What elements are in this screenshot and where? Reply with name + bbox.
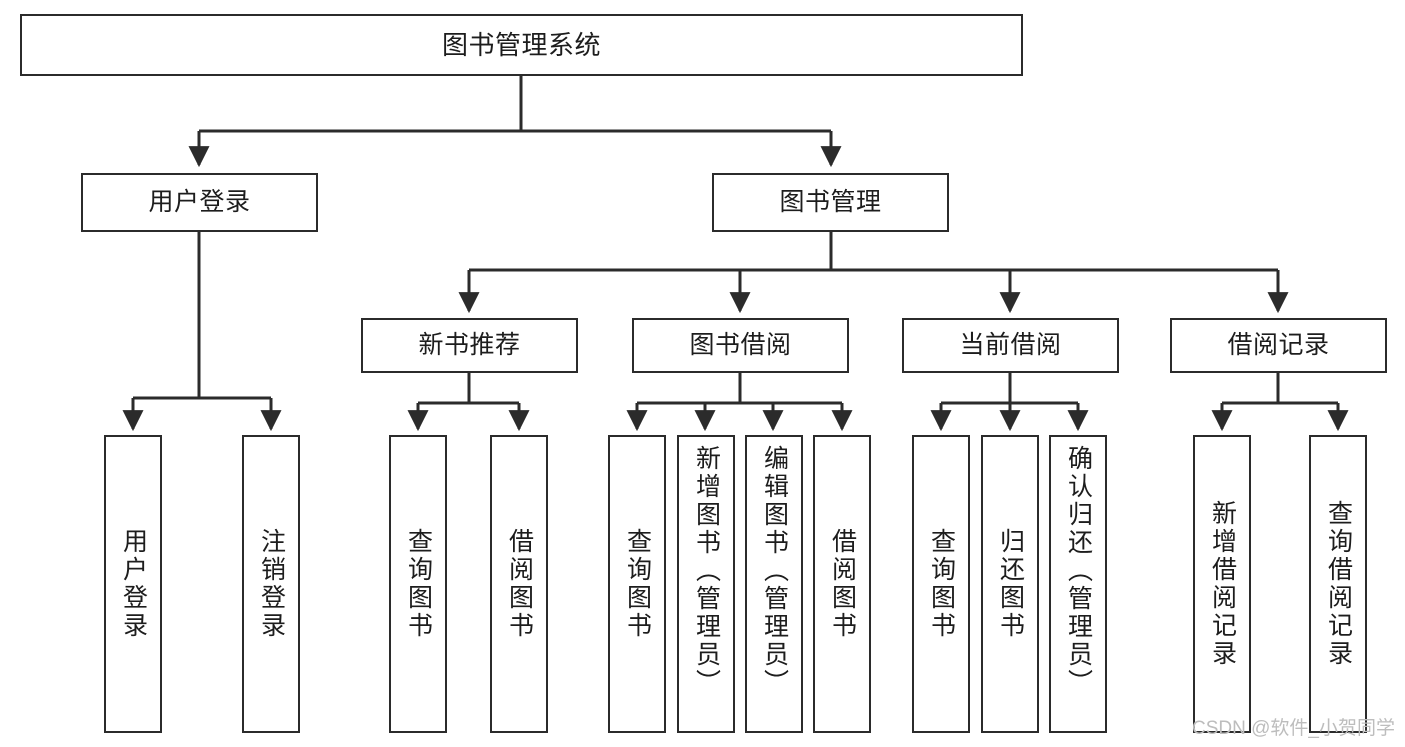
leaf-add-book-admin[interactable]: 新增图书（管理员） <box>677 435 735 733</box>
node-label: 用户登录 <box>119 528 148 640</box>
node-label: 查询借阅记录 <box>1324 500 1353 668</box>
leaf-edit-book-admin[interactable]: 编辑图书（管理员） <box>745 435 803 733</box>
node-new-book-recommend[interactable]: 新书推荐 <box>361 318 578 373</box>
node-label: 用户登录 <box>148 187 251 216</box>
node-book-management[interactable]: 图书管理 <box>712 173 949 232</box>
node-label: 注销登录 <box>257 528 286 640</box>
node-label: 借阅图书 <box>828 528 857 640</box>
node-current-borrow[interactable]: 当前借阅 <box>902 318 1119 373</box>
watermark-text: CSDN @软件_小贺同学 <box>1192 718 1395 739</box>
node-root-system[interactable]: 图书管理系统 <box>20 14 1023 76</box>
node-label: 编辑图书（管理员） <box>760 445 789 697</box>
leaf-borrow-book-recommend[interactable]: 借阅图书 <box>490 435 548 733</box>
leaf-confirm-return-admin[interactable]: 确认归还（管理员） <box>1049 435 1107 733</box>
leaf-user-logout[interactable]: 注销登录 <box>242 435 300 733</box>
leaf-query-book-borrow[interactable]: 查询图书 <box>608 435 666 733</box>
node-user-login[interactable]: 用户登录 <box>81 173 318 232</box>
node-book-borrow[interactable]: 图书借阅 <box>632 318 849 373</box>
node-label: 当前借阅 <box>959 330 1062 359</box>
node-label: 新书推荐 <box>418 330 521 359</box>
node-label: 确认归还（管理员） <box>1064 445 1093 697</box>
leaf-borrow-book[interactable]: 借阅图书 <box>813 435 871 733</box>
leaf-query-book-current[interactable]: 查询图书 <box>912 435 970 733</box>
leaf-user-login[interactable]: 用户登录 <box>104 435 162 733</box>
leaf-add-borrow-record[interactable]: 新增借阅记录 <box>1193 435 1251 733</box>
node-label: 新增借阅记录 <box>1208 500 1237 668</box>
node-label: 查询图书 <box>404 528 433 640</box>
node-label: 新增图书（管理员） <box>692 445 721 697</box>
node-label: 借阅图书 <box>505 528 534 640</box>
leaf-query-book-recommend[interactable]: 查询图书 <box>389 435 447 733</box>
node-label: 图书管理 <box>779 187 882 216</box>
node-label: 查询图书 <box>927 528 956 640</box>
leaf-query-borrow-record[interactable]: 查询借阅记录 <box>1309 435 1367 733</box>
node-label: 查询图书 <box>623 528 652 640</box>
node-label: 借阅记录 <box>1227 330 1330 359</box>
node-label: 归还图书 <box>996 528 1025 640</box>
leaf-return-book[interactable]: 归还图书 <box>981 435 1039 733</box>
node-borrow-record[interactable]: 借阅记录 <box>1170 318 1387 373</box>
node-label: 图书管理系统 <box>441 29 601 60</box>
node-label: 图书借阅 <box>689 330 792 359</box>
